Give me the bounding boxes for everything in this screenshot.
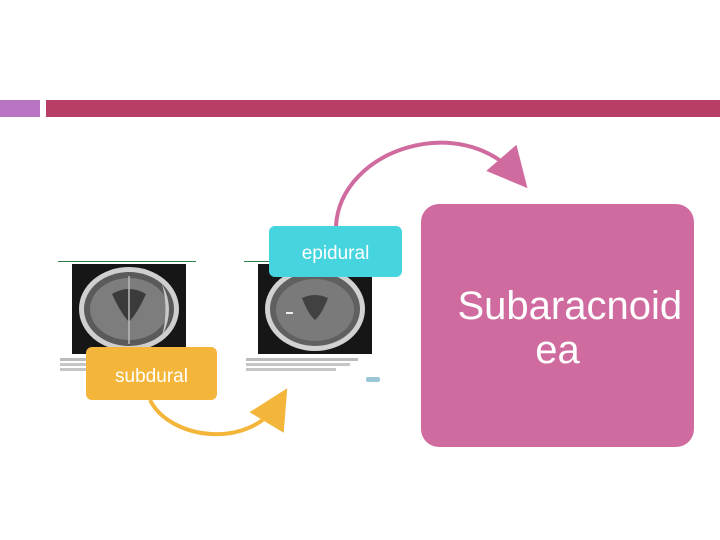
ct-image bbox=[72, 264, 186, 354]
node-subdural-label: subdural bbox=[115, 365, 188, 387]
scan-caption bbox=[246, 356, 364, 380]
header-accent-bar-left bbox=[0, 100, 40, 117]
header-accent-bar-right bbox=[46, 100, 720, 117]
scan-header-rule bbox=[58, 261, 196, 262]
arrow-epidural-to-subarachnoid bbox=[334, 140, 528, 227]
ct-image bbox=[258, 264, 372, 354]
node-subarachnoid-label: Subaracnoid ea bbox=[457, 284, 683, 372]
node-subdural: subdural bbox=[86, 347, 217, 400]
node-subarachnoid: Subaracnoid ea bbox=[421, 204, 694, 447]
node-epidural-label: epidural bbox=[301, 242, 370, 264]
arrow-subdural-to-scan bbox=[148, 388, 288, 436]
node-epidural: epidural bbox=[269, 226, 402, 277]
ct-scan-right bbox=[244, 254, 382, 384]
publisher-logo bbox=[366, 377, 380, 382]
